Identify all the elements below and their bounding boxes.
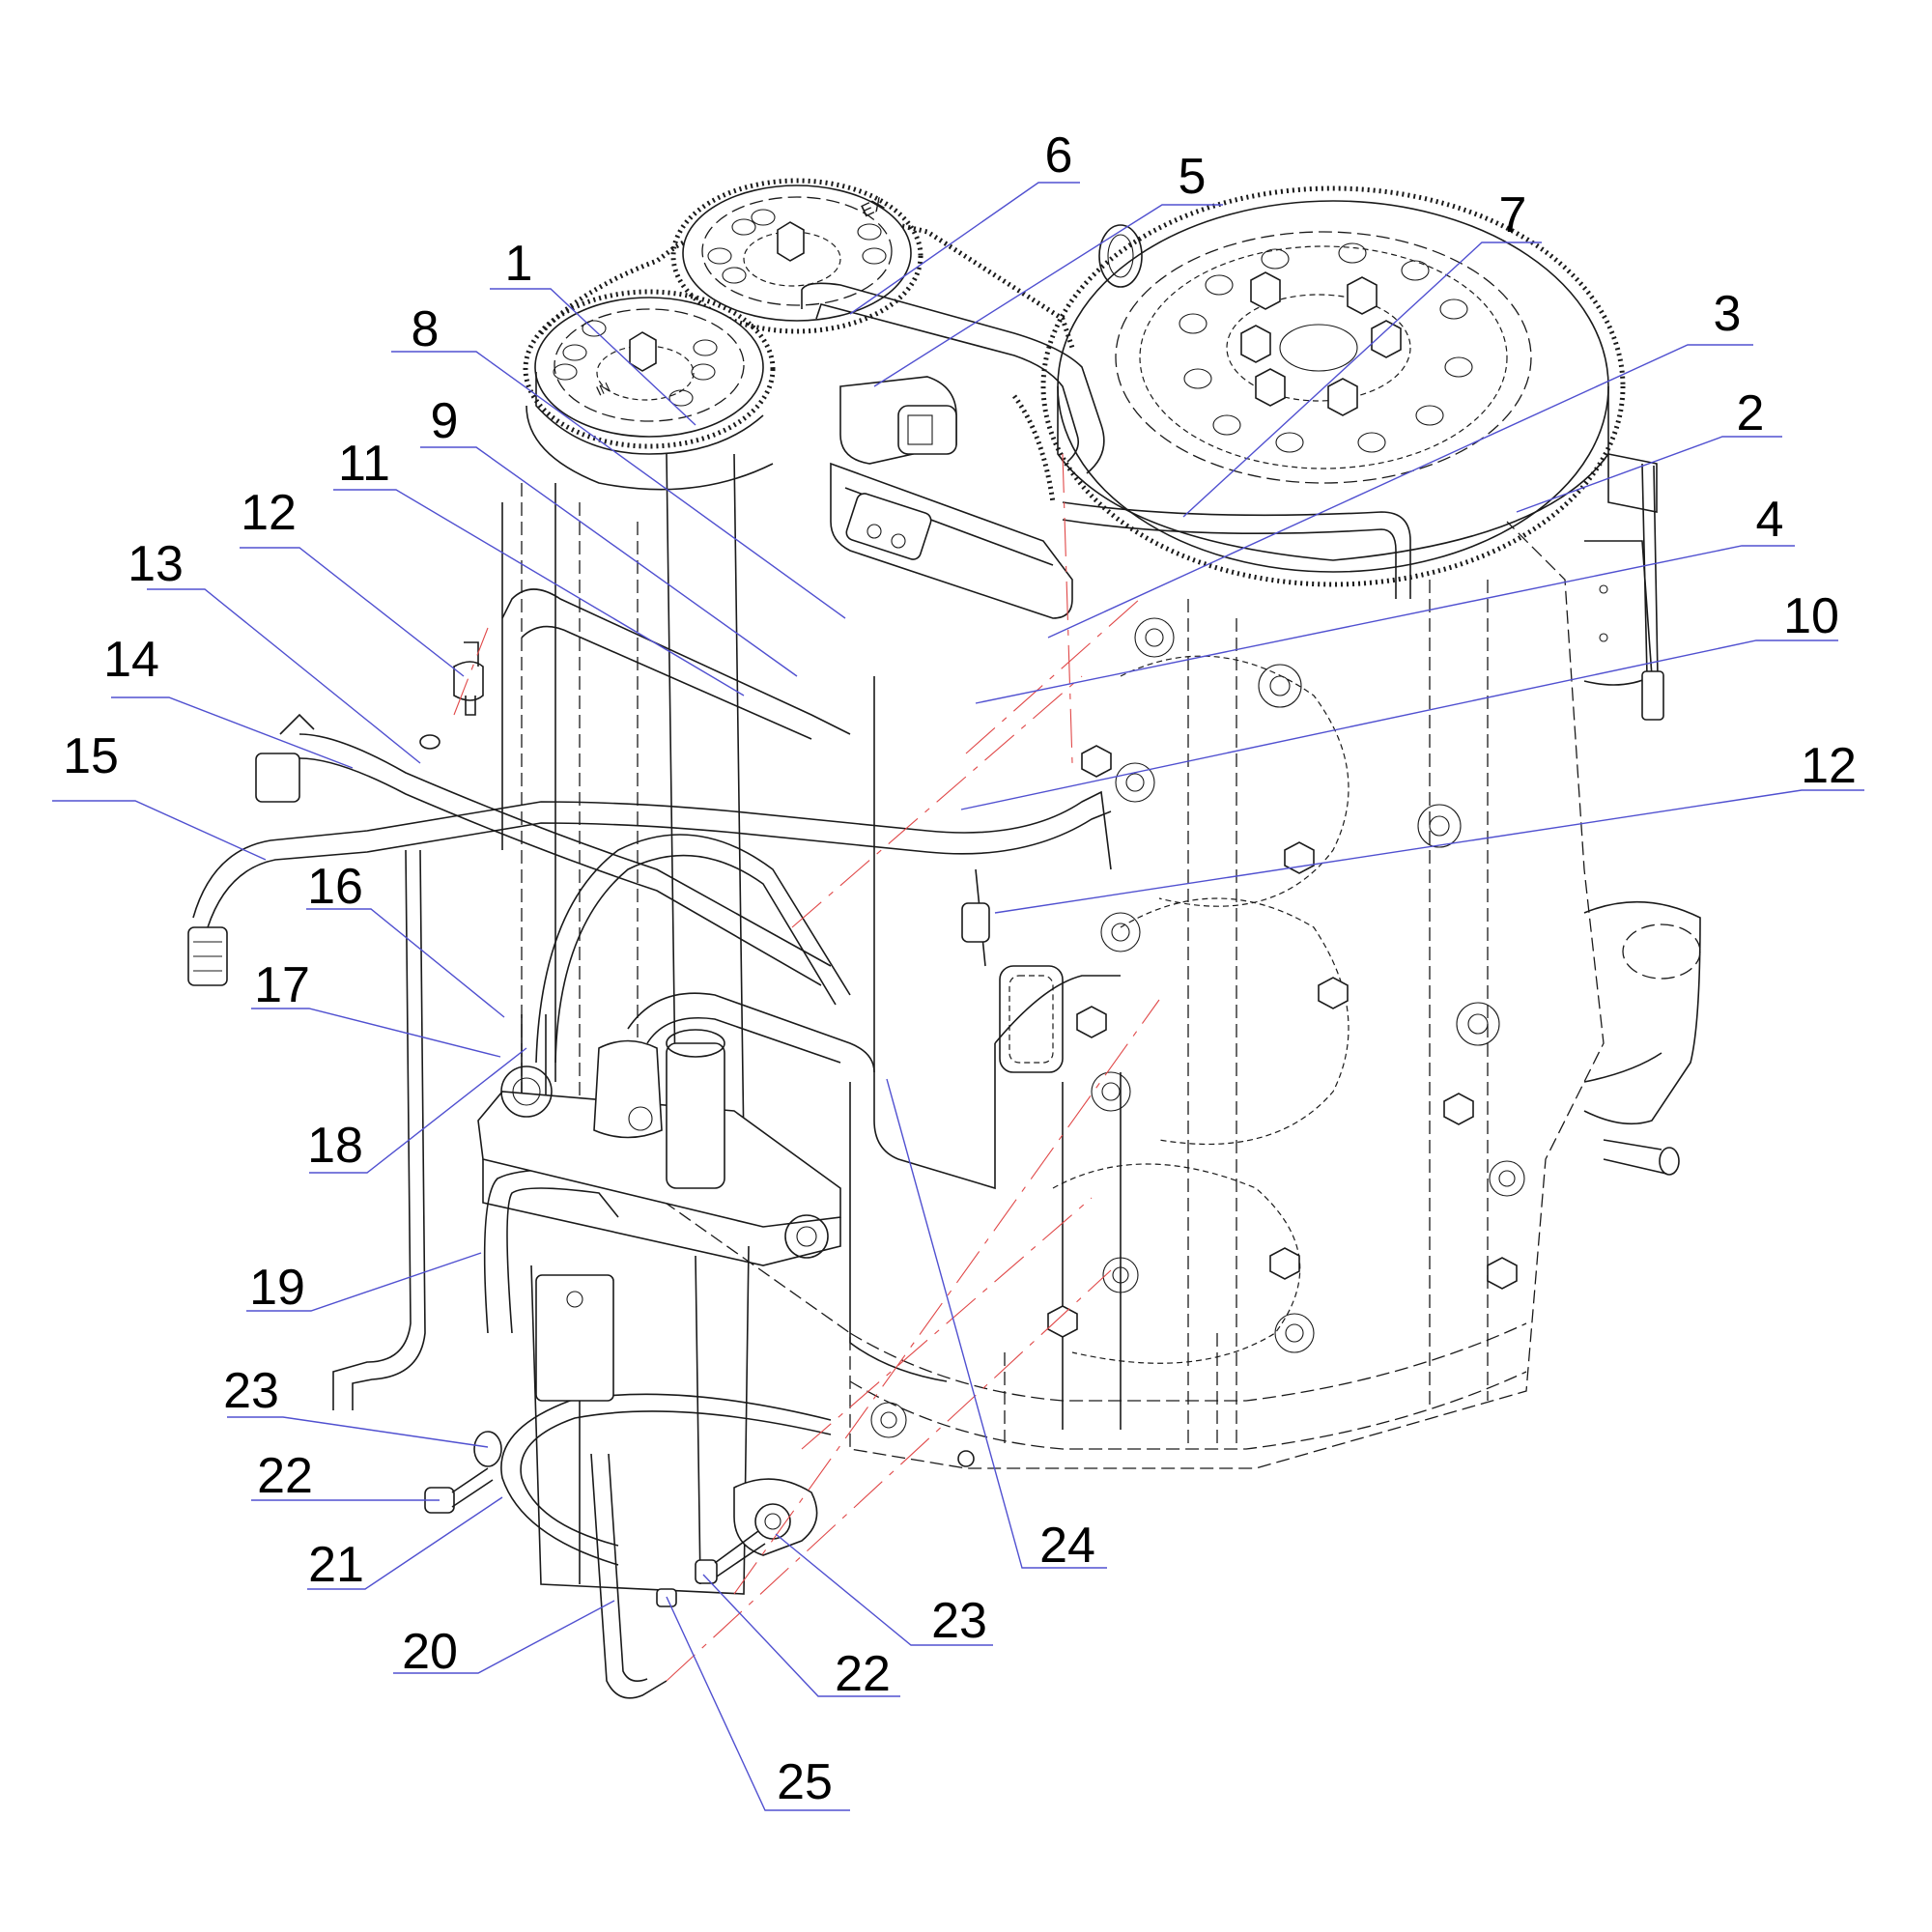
leader-line — [52, 800, 267, 861]
callout-23: 23 — [223, 1363, 489, 1448]
leader-line — [309, 1047, 527, 1174]
callout-number: 6 — [1045, 128, 1073, 184]
callout-number: 12 — [1801, 738, 1857, 794]
callout-number: 1 — [505, 236, 533, 292]
callout-number: 25 — [777, 1754, 833, 1810]
callout-number: 2 — [1737, 385, 1765, 441]
starter-motor — [1583, 453, 1664, 721]
callout-17: 17 — [251, 957, 501, 1058]
callout-11: 11 — [333, 436, 745, 696]
callout-23: 23 — [775, 1533, 993, 1649]
callout-number: 14 — [103, 632, 159, 688]
callout-4: 4 — [975, 492, 1795, 704]
callout-number: 12 — [241, 485, 297, 541]
leader-line — [873, 204, 1223, 387]
callout-19: 19 — [246, 1252, 482, 1316]
leader-line — [1047, 344, 1753, 639]
callout-number: 3 — [1714, 286, 1742, 342]
callout-3: 3 — [1047, 286, 1753, 639]
callouts: 1234567891011121213141516171819202122222… — [52, 128, 1864, 1811]
oil-filter — [1583, 900, 1701, 1176]
callout-16: 16 — [306, 859, 505, 1018]
callout-number: 22 — [835, 1646, 891, 1702]
leader-line — [702, 1574, 900, 1697]
timing-belt-and-pulleys: EX IN — [523, 178, 1075, 503]
callout-10: 10 — [960, 588, 1839, 810]
callout-number: 24 — [1039, 1518, 1095, 1574]
leader-line — [420, 446, 798, 677]
leader-line — [227, 1416, 489, 1448]
callout-number: 17 — [254, 957, 310, 1013]
callout-24: 24 — [886, 1078, 1107, 1574]
callout-number: 23 — [931, 1593, 987, 1649]
leader-line — [849, 182, 1080, 315]
leader-line — [306, 908, 505, 1018]
leader-line — [251, 1008, 501, 1058]
callout-18: 18 — [307, 1047, 527, 1174]
callout-6: 6 — [849, 128, 1080, 315]
ignition-module — [830, 376, 1073, 619]
leader-line — [240, 547, 465, 677]
leader-line — [111, 696, 354, 769]
callout-1: 1 — [490, 236, 696, 426]
leader-line — [666, 1596, 850, 1811]
callout-12: 12 — [994, 738, 1864, 914]
callout-13: 13 — [128, 536, 421, 764]
callout-number: 21 — [308, 1537, 364, 1593]
callout-number: 22 — [257, 1448, 313, 1504]
leader-line — [886, 1078, 1107, 1569]
callout-8: 8 — [391, 301, 846, 619]
leader-line — [307, 1496, 503, 1590]
leader-line — [1516, 436, 1782, 513]
leader-line — [333, 489, 745, 696]
leader-line — [960, 639, 1838, 810]
callout-number: 13 — [128, 536, 184, 592]
callout-number: 4 — [1756, 492, 1784, 548]
callout-22: 22 — [702, 1574, 900, 1702]
callout-9: 9 — [420, 393, 798, 677]
loose-parts — [419, 641, 975, 1607]
callout-20: 20 — [393, 1600, 615, 1680]
callout-14: 14 — [103, 632, 354, 769]
callout-5: 5 — [873, 149, 1223, 387]
leader-line — [975, 545, 1795, 704]
leader-line — [994, 789, 1864, 914]
leader-line — [147, 588, 421, 764]
callout-number: 20 — [402, 1624, 458, 1680]
callout-7: 7 — [1182, 187, 1542, 518]
leader-line — [393, 1600, 615, 1674]
callout-2: 2 — [1516, 385, 1782, 513]
callout-number: 7 — [1499, 187, 1527, 243]
assembly-axes — [453, 453, 1160, 1682]
hoses — [192, 282, 1411, 1699]
callout-number: 19 — [249, 1260, 305, 1316]
callout-22: 22 — [251, 1448, 440, 1504]
callout-number: 8 — [412, 301, 440, 357]
callout-21: 21 — [307, 1496, 503, 1593]
callout-number: 11 — [338, 436, 390, 492]
callout-15: 15 — [52, 728, 267, 861]
callout-number: 9 — [431, 393, 459, 449]
callout-number: 10 — [1783, 588, 1839, 644]
vapor-separator — [187, 713, 841, 1595]
in-mark: IN — [594, 379, 612, 398]
leader-line — [490, 288, 696, 426]
callout-number: 15 — [63, 728, 119, 784]
leader-line — [391, 351, 846, 619]
leader-line — [775, 1533, 993, 1646]
callout-number: 5 — [1179, 149, 1207, 205]
leader-line — [246, 1252, 482, 1312]
callout-number: 18 — [307, 1118, 363, 1174]
leader-line — [1182, 242, 1542, 518]
flywheel — [1040, 185, 1626, 587]
callout-number: 23 — [223, 1363, 279, 1419]
callout-12: 12 — [240, 485, 465, 677]
callout-number: 16 — [307, 859, 363, 915]
callout-25: 25 — [666, 1596, 850, 1811]
